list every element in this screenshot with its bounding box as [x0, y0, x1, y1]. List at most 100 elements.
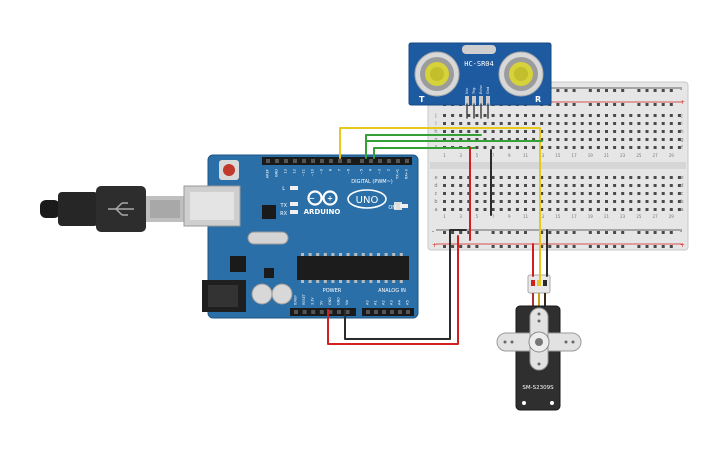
terminal-hole[interactable]	[499, 122, 503, 125]
rail-hole[interactable]	[661, 89, 665, 92]
terminal-hole[interactable]	[621, 184, 625, 187]
terminal-hole[interactable]	[499, 138, 503, 141]
terminal-hole[interactable]	[629, 208, 633, 211]
terminal-hole[interactable]	[532, 192, 536, 195]
terminal-hole[interactable]	[629, 146, 633, 149]
rail-hole[interactable]	[596, 245, 600, 248]
terminal-hole[interactable]	[605, 208, 608, 211]
rail-hole[interactable]	[653, 103, 657, 106]
terminal-hole[interactable]	[588, 176, 592, 179]
terminal-hole[interactable]	[661, 208, 665, 211]
terminal-hole[interactable]	[515, 114, 519, 117]
terminal-hole[interactable]	[499, 208, 503, 211]
terminal-hole[interactable]	[491, 138, 495, 141]
terminal-hole[interactable]	[556, 200, 560, 203]
rail-hole[interactable]	[588, 231, 592, 234]
rail-hole[interactable]	[661, 231, 665, 234]
terminal-hole[interactable]	[669, 146, 673, 149]
terminal-hole[interactable]	[677, 130, 681, 133]
terminal-hole[interactable]	[459, 208, 463, 211]
digital-header[interactable]	[262, 157, 412, 165]
rail-hole[interactable]	[572, 245, 576, 248]
terminal-hole[interactable]	[621, 208, 625, 211]
terminal-hole[interactable]	[459, 176, 463, 179]
terminal-hole[interactable]	[653, 208, 657, 211]
terminal-hole[interactable]	[451, 122, 455, 125]
rail-hole[interactable]	[645, 103, 649, 106]
sensor-pin[interactable]	[479, 96, 483, 105]
rail-hole[interactable]	[669, 103, 673, 106]
terminal-hole[interactable]	[596, 192, 600, 195]
terminal-hole[interactable]	[677, 146, 681, 149]
terminal-hole[interactable]	[540, 200, 544, 203]
terminal-hole[interactable]	[637, 114, 641, 117]
rail-hole[interactable]	[621, 245, 625, 248]
rail-hole[interactable]	[588, 103, 592, 106]
wire-green-echo[interactable]	[373, 147, 476, 159]
terminal-hole[interactable]	[661, 114, 665, 117]
terminal-hole[interactable]	[661, 192, 665, 195]
terminal-hole[interactable]	[613, 122, 617, 125]
terminal-hole[interactable]	[580, 176, 584, 179]
terminal-hole[interactable]	[467, 138, 471, 141]
terminal-hole[interactable]	[677, 138, 681, 141]
digital-pin-hole[interactable]	[275, 159, 279, 163]
sensor-pin[interactable]	[465, 96, 469, 105]
rail-hole[interactable]	[524, 231, 527, 234]
rail-hole[interactable]	[475, 245, 479, 248]
terminal-hole[interactable]	[491, 146, 495, 149]
terminal-hole[interactable]	[532, 208, 536, 211]
terminal-hole[interactable]	[564, 184, 568, 187]
terminal-hole[interactable]	[653, 114, 657, 117]
rail-hole[interactable]	[637, 245, 641, 248]
rail-hole[interactable]	[572, 231, 576, 234]
analog-pin-hole[interactable]	[398, 310, 402, 314]
digital-pin-hole[interactable]	[378, 159, 382, 163]
terminal-hole[interactable]	[564, 138, 568, 141]
terminal-hole[interactable]	[613, 146, 617, 149]
terminal-hole[interactable]	[507, 200, 511, 203]
servo-motor[interactable]: SM-S2309S	[496, 274, 582, 411]
rail-hole[interactable]	[507, 245, 511, 248]
terminal-hole[interactable]	[467, 200, 471, 203]
terminal-hole[interactable]	[629, 200, 633, 203]
terminal-hole[interactable]	[613, 130, 617, 133]
terminal-hole[interactable]	[596, 176, 600, 179]
terminal-hole[interactable]	[580, 184, 584, 187]
terminal-hole[interactable]	[467, 114, 471, 117]
terminal-hole[interactable]	[605, 192, 608, 195]
terminal-hole[interactable]	[524, 184, 527, 187]
terminal-hole[interactable]	[556, 138, 560, 141]
rail-hole[interactable]	[588, 89, 592, 92]
terminal-hole[interactable]	[605, 138, 608, 141]
terminal-hole[interactable]	[524, 208, 527, 211]
terminal-hole[interactable]	[507, 192, 511, 195]
terminal-hole[interactable]	[507, 146, 511, 149]
terminal-hole[interactable]	[491, 200, 495, 203]
terminal-hole[interactable]	[515, 146, 519, 149]
terminal-hole[interactable]	[629, 114, 633, 117]
terminal-hole[interactable]	[677, 208, 681, 211]
analog-pin-hole[interactable]	[382, 310, 386, 314]
terminal-hole[interactable]	[572, 146, 576, 149]
terminal-hole[interactable]	[572, 184, 576, 187]
digital-pin-hole[interactable]	[338, 159, 342, 163]
terminal-hole[interactable]	[661, 176, 665, 179]
terminal-hole[interactable]	[483, 184, 487, 187]
power-pin-hole[interactable]	[337, 310, 341, 314]
rail-hole[interactable]	[605, 103, 608, 106]
terminal-hole[interactable]	[515, 208, 519, 211]
terminal-hole[interactable]	[564, 146, 568, 149]
terminal-hole[interactable]	[540, 122, 544, 125]
terminal-hole[interactable]	[443, 176, 446, 179]
digital-pin-hole[interactable]	[311, 159, 315, 163]
terminal-hole[interactable]	[564, 176, 568, 179]
rail-hole[interactable]	[572, 89, 576, 92]
terminal-hole[interactable]	[459, 114, 463, 117]
terminal-hole[interactable]	[588, 138, 592, 141]
terminal-hole[interactable]	[621, 146, 625, 149]
terminal-hole[interactable]	[483, 146, 487, 149]
rail-hole[interactable]	[661, 103, 665, 106]
terminal-hole[interactable]	[548, 192, 552, 195]
terminal-hole[interactable]	[540, 138, 544, 141]
